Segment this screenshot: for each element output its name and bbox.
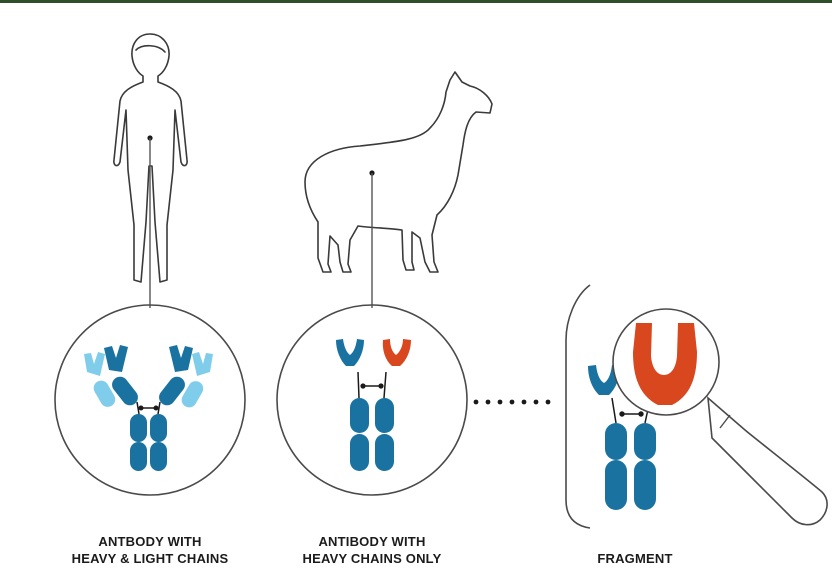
heavy-chain-antibody-circle (277, 305, 467, 495)
human-label-line2: HEAVY & LIGHT CHAINS (65, 550, 235, 567)
conventional-antibody-circle (55, 305, 245, 495)
fragment-bracket (566, 285, 590, 528)
fragment-label-text: FRAGMENT (580, 550, 690, 567)
alpaca-label-line1: ANTIBODY WITH (287, 533, 457, 550)
fragment-label: FRAGMENT (580, 550, 690, 567)
dotted-connector (474, 400, 551, 405)
conventional-antibody (84, 345, 213, 471)
heavy-chain-antibody (336, 339, 411, 471)
alpaca-silhouette-icon (305, 72, 492, 272)
human-label-line1: ANTBODY WITH (65, 533, 235, 550)
alpaca-antibody-label: ANTIBODY WITH HEAVY CHAINS ONLY (287, 533, 457, 567)
human-antibody-label: ANTBODY WITH HEAVY & LIGHT CHAINS (65, 533, 235, 567)
alpaca-label-line2: HEAVY CHAINS ONLY (287, 550, 457, 567)
